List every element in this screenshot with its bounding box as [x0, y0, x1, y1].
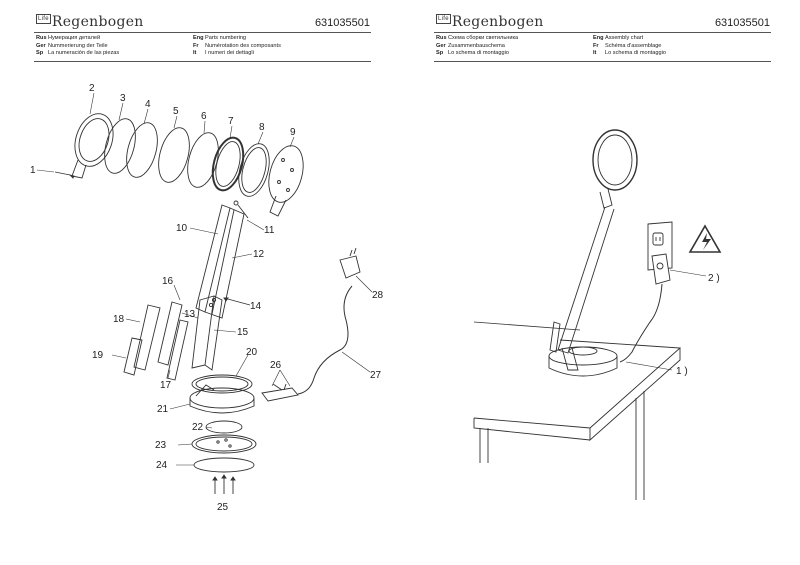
part-label-3: 3 — [120, 93, 126, 104]
header-rule-bottom — [34, 61, 371, 62]
callout-line-2 — [669, 269, 707, 277]
part-25-screws — [212, 474, 236, 494]
wall-outlet — [647, 221, 673, 271]
part-2-lens-ring — [71, 113, 114, 179]
part-9-back-housing — [268, 145, 304, 217]
part-15-lower-arm — [191, 295, 223, 371]
part-1-screw — [54, 171, 71, 176]
part-23-board — [191, 434, 257, 454]
part-label-28: 28 — [372, 290, 384, 301]
part-label-26: 26 — [270, 360, 282, 371]
part-24-pad — [193, 457, 255, 473]
part-number: 631035501 — [314, 17, 370, 29]
part-label-16: 16 — [162, 276, 174, 287]
part-number: 631035501 — [714, 17, 770, 29]
part-label-2: 2 — [89, 83, 95, 94]
part-11-screw — [233, 200, 249, 219]
assembly-diagram: 1 ) 2 ) — [473, 129, 722, 500]
desk-lamp — [548, 129, 638, 377]
part-label-22: 22 — [192, 422, 204, 433]
part-label-6: 6 — [201, 111, 207, 122]
header-rule — [434, 32, 771, 33]
part-28-adapter — [339, 247, 361, 279]
part-label-17: 17 — [160, 380, 172, 391]
part-27-cord — [297, 285, 353, 395]
part-21-base — [189, 384, 255, 414]
part-label-8: 8 — [259, 122, 265, 133]
power-cord — [619, 283, 663, 363]
part-label-1: 1 — [30, 165, 36, 176]
part-label-10: 10 — [176, 223, 188, 234]
part-label-24: 24 — [156, 460, 168, 471]
lang-row-rus: RusСхема сборки светильника — [436, 35, 519, 41]
part-label-21: 21 — [157, 404, 169, 415]
part-26-switch — [261, 383, 299, 402]
electric-hazard-icon — [688, 224, 722, 253]
part-19-panel — [123, 337, 143, 376]
part-label-9: 9 — [290, 127, 296, 138]
part-label-4: 4 — [145, 99, 151, 110]
part-16-panel — [157, 301, 183, 366]
part-label-27: 27 — [370, 370, 382, 381]
part-label-14: 14 — [250, 301, 262, 312]
part-label-5: 5 — [173, 106, 179, 117]
lang-row-rus: RusНумерация деталей — [36, 35, 101, 41]
part-label-20: 20 — [246, 347, 258, 358]
table — [473, 339, 682, 500]
callout-2: 2 ) — [708, 273, 720, 284]
lang-row-eng: EngParts numbering — [193, 35, 247, 41]
part-label-23: 23 — [155, 440, 167, 451]
part-20-base-ring — [191, 374, 253, 394]
lang-row-eng: EngAssembly chart — [593, 35, 644, 41]
power-adapter — [651, 253, 671, 285]
part-label-12: 12 — [253, 249, 265, 260]
part-5-disc — [158, 127, 190, 183]
part-label-18: 18 — [113, 314, 125, 325]
leader-lines — [36, 92, 373, 466]
part-label-25: 25 — [217, 502, 229, 513]
part-18-panel — [133, 304, 161, 371]
floor-line — [473, 321, 581, 331]
part-label-7: 7 — [228, 116, 234, 127]
callout-line-1 — [625, 361, 673, 371]
part-label-11: 11 — [264, 225, 275, 236]
callout-1: 1 ) — [676, 366, 688, 377]
exploded-parts-diagram: 1 2 3 4 5 6 7 8 9 10 11 12 13 14 15 16 1… — [30, 83, 384, 513]
part-22-plate — [205, 420, 243, 434]
part-3-disc — [104, 118, 136, 174]
part-4-disc — [126, 122, 158, 178]
part-label-19: 19 — [92, 350, 104, 361]
part-label-15: 15 — [237, 327, 249, 338]
header-rule-bottom — [434, 61, 771, 62]
part-17-panel — [166, 319, 189, 381]
part-8-ring — [238, 143, 270, 197]
part-label-13: 13 — [184, 309, 196, 320]
part-7-gasket — [211, 136, 245, 192]
header-rule — [34, 32, 371, 33]
